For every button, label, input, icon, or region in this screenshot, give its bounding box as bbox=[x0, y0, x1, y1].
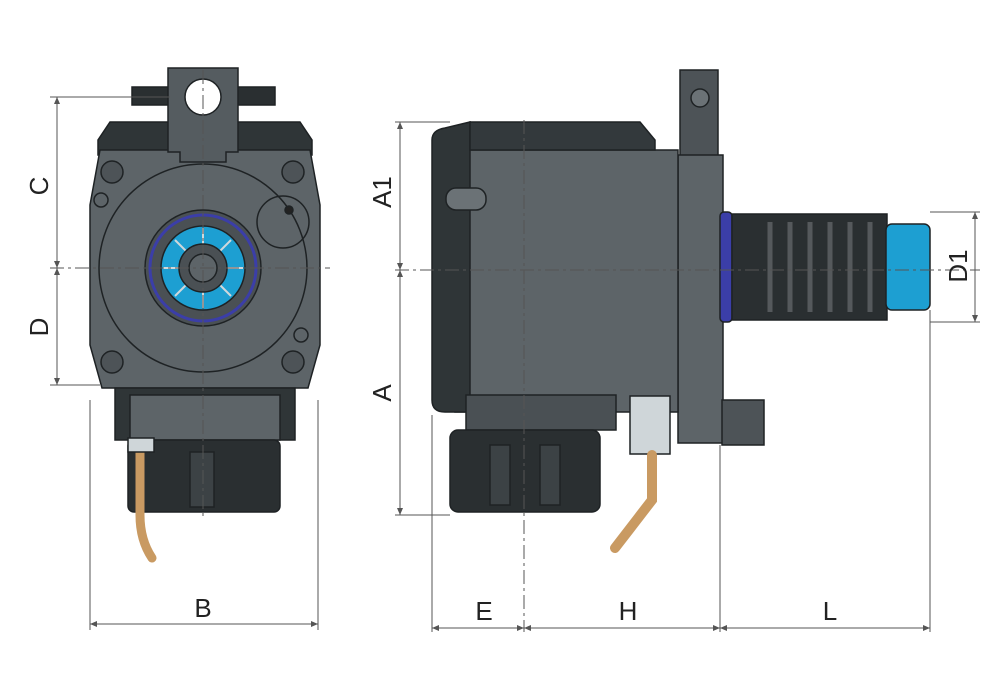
coolant-port bbox=[445, 187, 487, 211]
coolant-pipe-front bbox=[135, 440, 157, 563]
dim-label-d1: D1 bbox=[943, 249, 973, 282]
shaft-ring bbox=[719, 211, 733, 323]
dim-label-a1: A1 bbox=[367, 176, 397, 208]
collet-side bbox=[885, 223, 931, 311]
clamp-screw-right bbox=[234, 86, 276, 106]
coolant-pipe-side bbox=[610, 450, 657, 553]
collet-nut-side bbox=[449, 429, 601, 513]
dim-label-d: D bbox=[24, 318, 54, 337]
clamp-screw-left bbox=[131, 86, 173, 106]
flange-plate bbox=[677, 154, 724, 444]
dim-label-c: C bbox=[24, 177, 54, 196]
dim-label-l: L bbox=[823, 596, 837, 626]
body-top-cap bbox=[469, 121, 656, 151]
side-block bbox=[721, 399, 765, 446]
side-view bbox=[431, 69, 931, 553]
dim-label-a: A bbox=[367, 384, 397, 402]
dim-label-h: H bbox=[619, 596, 638, 626]
dim-label-e: E bbox=[475, 596, 492, 626]
dim-label-b: B bbox=[194, 593, 211, 623]
front-view bbox=[89, 67, 321, 563]
mounting-bracket bbox=[679, 69, 719, 161]
side-body bbox=[454, 149, 679, 413]
body-front-face bbox=[431, 121, 471, 413]
pipe-fitting bbox=[629, 395, 671, 455]
port-circle bbox=[256, 195, 310, 249]
bolt-icon-group bbox=[93, 160, 309, 374]
bracket-nut-icon bbox=[690, 88, 710, 108]
dimension-lines bbox=[50, 70, 980, 632]
